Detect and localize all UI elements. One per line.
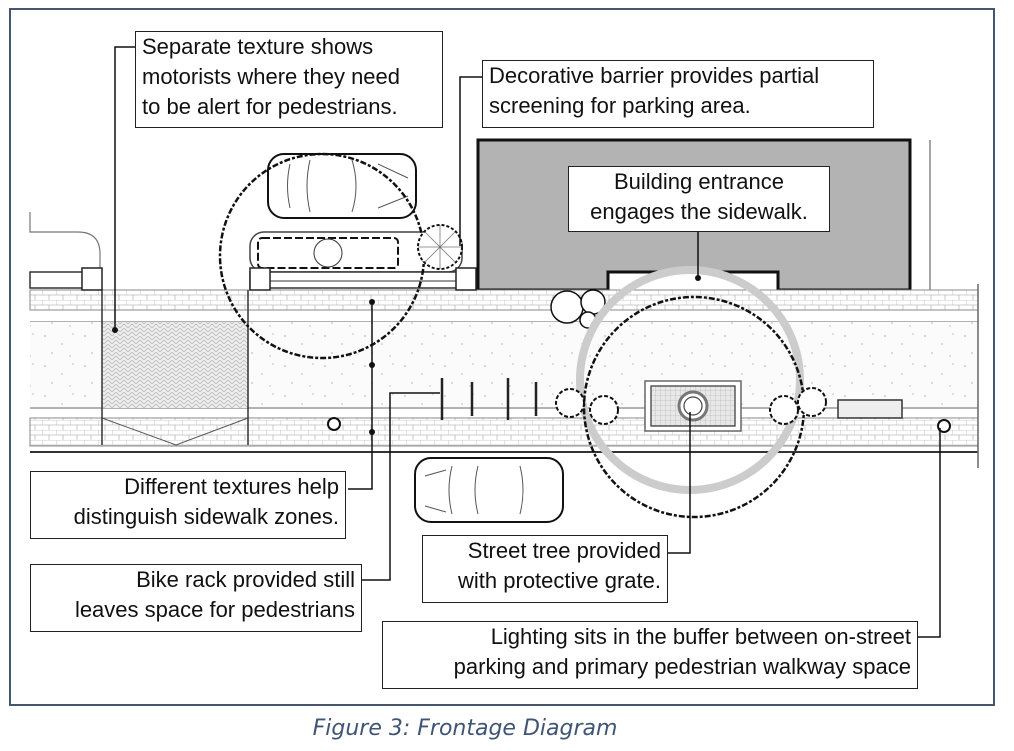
callout-lighting: Lighting sits in the buffer between on-s… [382,621,918,689]
buffer-paver-strip [29,417,979,447]
callout-different-textures: Different textures help distinguish side… [30,471,346,539]
light-pole-right [937,419,951,433]
callout-text: Street tree provided [467,538,661,563]
callout-text: motorists where they need [142,64,401,89]
callout-building-entrance: Building entrance engages the sidewalk. [568,166,830,232]
parked-car-lot [267,153,417,219]
callout-text: parking and primary pedestrian walkway s… [453,654,911,679]
upper-paver-strip [29,289,979,311]
callout-text: distinguish sidewalk zones. [73,504,339,529]
callout-text: Building entrance [613,169,784,194]
callout-text: Separate texture shows [142,34,374,59]
callout-decorative-barrier: Decorative barrier provides partial scre… [482,60,874,128]
callout-bike-rack: Bike rack provided still leaves space fo… [30,564,362,632]
callout-text: with protective grate. [458,568,661,593]
callout-street-tree: Street tree provided with protective gra… [422,535,668,603]
bench [837,399,903,419]
callout-text: Decorative barrier provides partial [489,63,820,88]
callout-text: Bike rack provided still [136,567,355,592]
driveway-texture [102,322,248,408]
light-pole-left [327,417,341,431]
callout-text: Different textures help [124,474,339,499]
parked-car-street [414,457,564,523]
bike-racks [440,378,538,420]
callout-text: Lighting sits in the buffer between on-s… [490,624,911,649]
callout-separate-texture: Separate texture shows motorists where t… [135,31,443,128]
callout-text: leaves space for pedestrians [74,597,355,622]
callout-text: engages the sidewalk. [590,199,808,224]
callout-text: screening for parking area. [489,93,751,118]
callout-text: to be alert for pedestrians. [142,94,398,119]
figure-caption: Figure 3: Frontage Diagram [312,716,618,741]
